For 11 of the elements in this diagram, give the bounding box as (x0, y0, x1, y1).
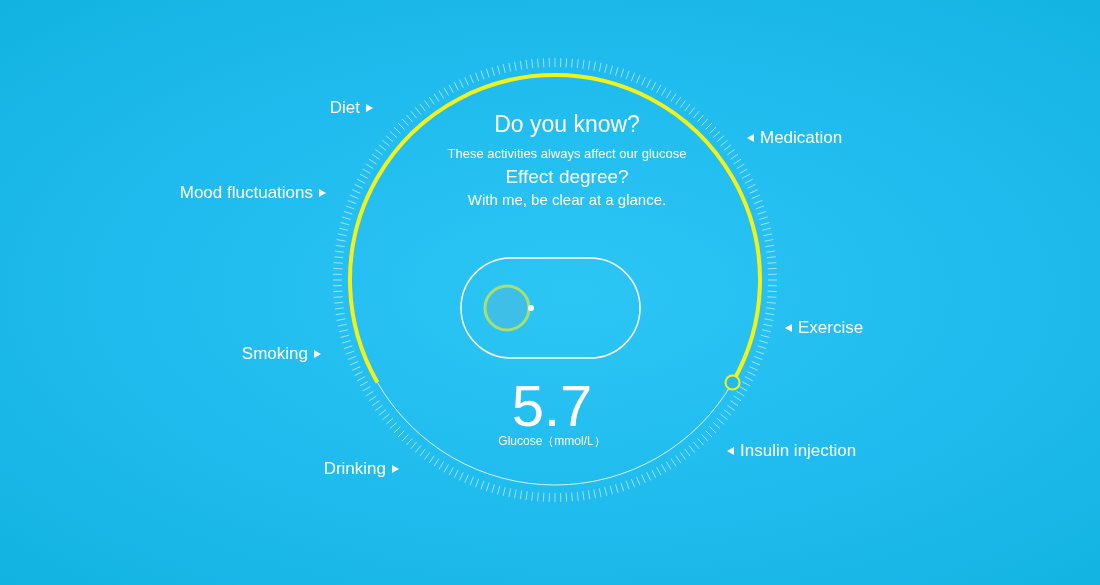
info-text: Effect degree? (505, 165, 629, 188)
heading: Do you know? (494, 111, 640, 138)
activity-label: Insulin injection (740, 441, 857, 461)
activity-label: Drinking (323, 459, 386, 479)
activity-label: Medication (760, 128, 843, 148)
activity-label: Mood fluctuations (179, 183, 313, 203)
info-text: These activities always affect our glucose (447, 146, 687, 162)
activity-label: Diet (329, 98, 360, 118)
info-text: With me, be clear at a glance. (467, 191, 667, 208)
activity-label: Smoking (241, 344, 308, 364)
activity-label: Exercise (798, 318, 864, 338)
